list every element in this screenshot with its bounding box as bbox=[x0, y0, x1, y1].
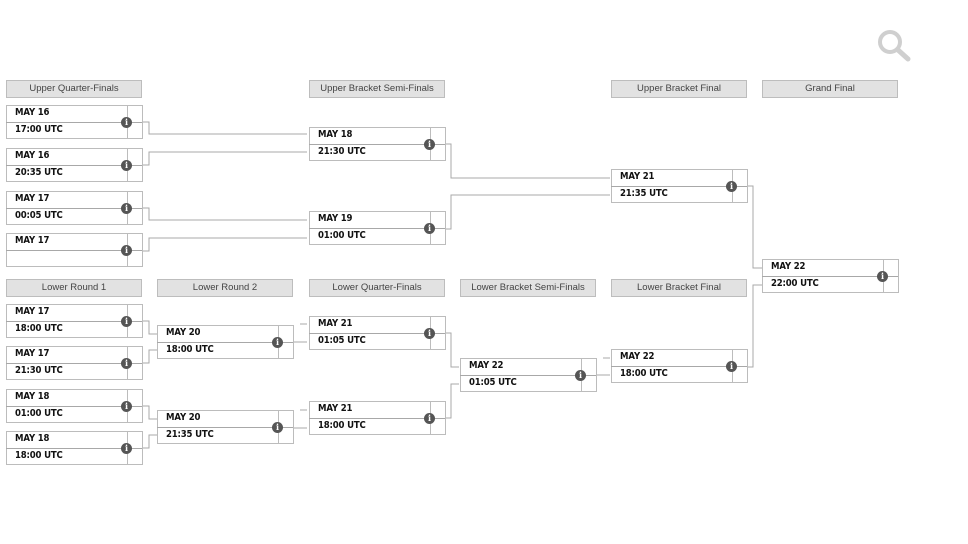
match-date: MAY 16 bbox=[15, 150, 50, 161]
match-date: MAY 18 bbox=[15, 391, 50, 402]
match-date: MAY 17 bbox=[15, 306, 50, 317]
info-icon[interactable]: i bbox=[726, 181, 737, 192]
match-upper-sf-2[interactable]: MAY 19 01:00 UTC i bbox=[309, 211, 446, 245]
match-time: 20:35 UTC bbox=[15, 167, 63, 178]
info-icon[interactable]: i bbox=[575, 370, 586, 381]
header-upper-final: Upper Bracket Final bbox=[611, 80, 747, 98]
match-upper-final[interactable]: MAY 21 21:35 UTC i bbox=[611, 169, 748, 203]
header-lower-semi-finals: Lower Bracket Semi-Finals bbox=[460, 279, 596, 297]
header-grand-final: Grand Final bbox=[762, 80, 898, 98]
match-date: MAY 22 bbox=[620, 351, 655, 362]
match-time: 01:00 UTC bbox=[318, 230, 366, 241]
match-upper-qf-1[interactable]: MAY 16 17:00 UTC i bbox=[6, 105, 143, 139]
match-lower-qf-1[interactable]: MAY 21 01:05 UTC i bbox=[309, 316, 446, 350]
match-upper-sf-1[interactable]: MAY 18 21:30 UTC i bbox=[309, 127, 446, 161]
match-time: 18:00 UTC bbox=[318, 420, 366, 431]
header-lower-final: Lower Bracket Final bbox=[611, 279, 747, 297]
match-date: MAY 20 bbox=[166, 412, 201, 423]
match-date: MAY 18 bbox=[15, 433, 50, 444]
info-icon[interactable]: i bbox=[121, 316, 132, 327]
match-upper-qf-3[interactable]: MAY 17 00:05 UTC i bbox=[6, 191, 143, 225]
match-date: MAY 17 bbox=[15, 193, 50, 204]
header-lower-round-2: Lower Round 2 bbox=[157, 279, 293, 297]
match-lower-qf-2[interactable]: MAY 21 18:00 UTC i bbox=[309, 401, 446, 435]
match-date: MAY 22 bbox=[771, 261, 806, 272]
match-time: 18:00 UTC bbox=[166, 344, 214, 355]
match-lower-r2-2[interactable]: MAY 20 21:35 UTC i bbox=[157, 410, 294, 444]
match-lower-r1-3[interactable]: MAY 18 01:00 UTC i bbox=[6, 389, 143, 423]
match-time: 00:05 UTC bbox=[15, 210, 63, 221]
match-lower-r1-4[interactable]: MAY 18 18:00 UTC i bbox=[6, 431, 143, 465]
match-date: MAY 21 bbox=[620, 171, 655, 182]
info-icon[interactable]: i bbox=[424, 139, 435, 150]
match-time: 17:00 UTC bbox=[15, 124, 63, 135]
match-time: 01:05 UTC bbox=[469, 377, 517, 388]
info-icon[interactable]: i bbox=[877, 271, 888, 282]
match-date: MAY 22 bbox=[469, 360, 504, 371]
match-date: MAY 21 bbox=[318, 403, 353, 414]
match-date: MAY 19 bbox=[318, 213, 353, 224]
info-icon[interactable]: i bbox=[121, 401, 132, 412]
match-upper-qf-4[interactable]: MAY 17 i bbox=[6, 233, 143, 267]
search-icon[interactable] bbox=[876, 28, 914, 62]
info-icon[interactable]: i bbox=[121, 443, 132, 454]
match-lower-r1-2[interactable]: MAY 17 21:30 UTC i bbox=[6, 346, 143, 380]
match-date: MAY 21 bbox=[318, 318, 353, 329]
match-grand-final[interactable]: MAY 22 22:00 UTC i bbox=[762, 259, 899, 293]
info-icon[interactable]: i bbox=[121, 117, 132, 128]
info-icon[interactable]: i bbox=[424, 413, 435, 424]
match-time: 22:00 UTC bbox=[771, 278, 819, 289]
info-icon[interactable]: i bbox=[121, 160, 132, 171]
match-date: MAY 20 bbox=[166, 327, 201, 338]
match-date: MAY 17 bbox=[15, 348, 50, 359]
match-date: MAY 17 bbox=[15, 235, 50, 246]
info-icon[interactable]: i bbox=[424, 223, 435, 234]
match-time: 01:00 UTC bbox=[15, 408, 63, 419]
match-time: 21:30 UTC bbox=[318, 146, 366, 157]
match-time: 21:35 UTC bbox=[166, 429, 214, 440]
match-lower-r1-1[interactable]: MAY 17 18:00 UTC i bbox=[6, 304, 143, 338]
match-lower-semi-final[interactable]: MAY 22 01:05 UTC i bbox=[460, 358, 597, 392]
match-time: 18:00 UTC bbox=[15, 450, 63, 461]
info-icon[interactable]: i bbox=[121, 245, 132, 256]
match-date: MAY 18 bbox=[318, 129, 353, 140]
info-icon[interactable]: i bbox=[121, 358, 132, 369]
header-upper-semi-finals: Upper Bracket Semi-Finals bbox=[309, 80, 445, 98]
match-time: 21:35 UTC bbox=[620, 188, 668, 199]
match-upper-qf-2[interactable]: MAY 16 20:35 UTC i bbox=[6, 148, 143, 182]
match-time: 18:00 UTC bbox=[15, 323, 63, 334]
header-lower-round-1: Lower Round 1 bbox=[6, 279, 142, 297]
info-icon[interactable]: i bbox=[272, 422, 283, 433]
header-upper-quarter-finals: Upper Quarter-Finals bbox=[6, 80, 142, 98]
info-icon[interactable]: i bbox=[726, 361, 737, 372]
match-time: 01:05 UTC bbox=[318, 335, 366, 346]
header-lower-quarter-finals: Lower Quarter-Finals bbox=[309, 279, 445, 297]
info-icon[interactable]: i bbox=[272, 337, 283, 348]
match-time: 18:00 UTC bbox=[620, 368, 668, 379]
info-icon[interactable]: i bbox=[424, 328, 435, 339]
match-lower-r2-1[interactable]: MAY 20 18:00 UTC i bbox=[157, 325, 294, 359]
match-date: MAY 16 bbox=[15, 107, 50, 118]
match-lower-final[interactable]: MAY 22 18:00 UTC i bbox=[611, 349, 748, 383]
info-icon[interactable]: i bbox=[121, 203, 132, 214]
match-time: 21:30 UTC bbox=[15, 365, 63, 376]
